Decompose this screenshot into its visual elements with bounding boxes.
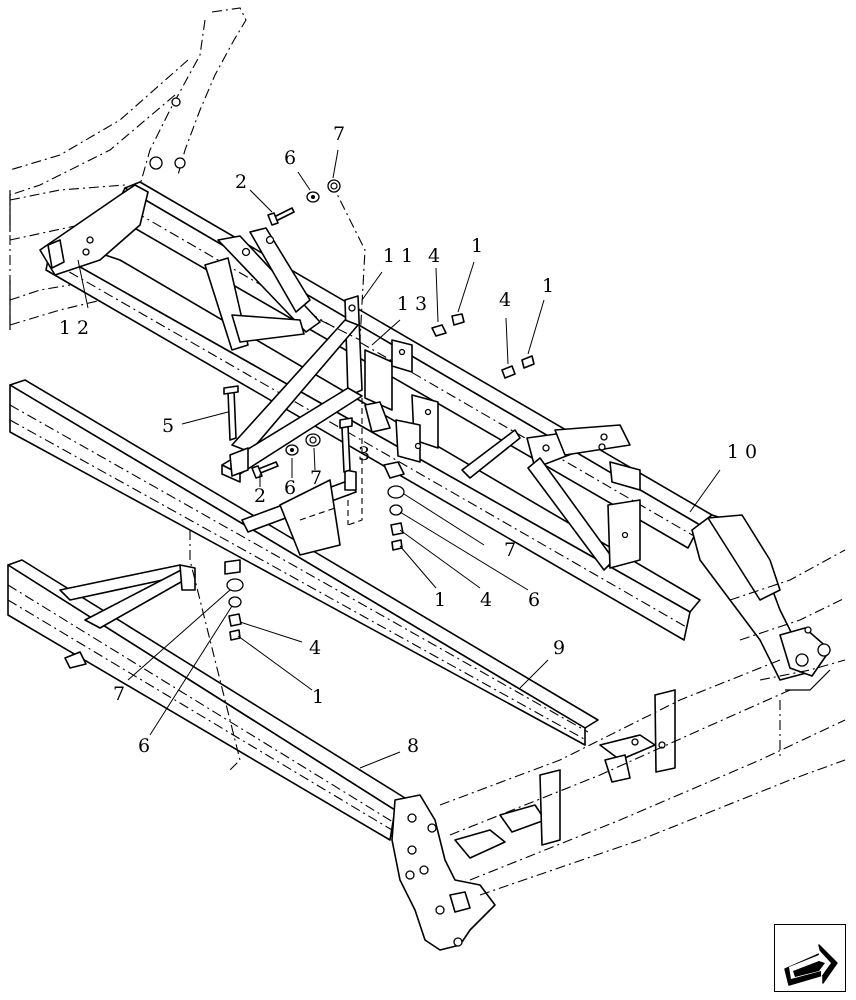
callout-2-lower: 2 (254, 485, 266, 507)
callout-1-upper-left: 1 (471, 235, 483, 257)
next-page-arrow-icon (784, 944, 838, 986)
washer-7-upper (327, 179, 341, 193)
hitch-lower-phantom (189, 179, 846, 951)
lower-shank-left (59, 559, 241, 669)
callout-4-right: 4 (480, 589, 492, 611)
callout-6-mid: 6 (284, 477, 296, 499)
callout-7-top: 7 (333, 123, 345, 145)
callout-4-left: 4 (309, 637, 321, 659)
callout-7-left: 7 (113, 683, 125, 705)
diagonal-brace-left (204, 227, 321, 351)
callout-11: 1 1 (383, 245, 413, 267)
callout-labels: 7 6 2 1 1 1 3 4 1 4 1 1 2 5 3 2 6 7 1 0 … (59, 123, 757, 757)
callout-9: 9 (553, 637, 565, 659)
bolt-5 (227, 389, 237, 441)
callout-8: 8 (407, 735, 419, 757)
callout-10: 1 0 (727, 441, 757, 463)
callout-12: 1 2 (59, 317, 89, 339)
callout-2-top: 2 (235, 171, 247, 193)
upper-wing-frame-phantom (9, 7, 247, 330)
callout-4-upper-left: 4 (428, 245, 440, 267)
callout-3: 3 (358, 443, 370, 465)
callout-7-mid: 7 (310, 467, 322, 489)
callout-6-top: 6 (284, 147, 296, 169)
center-stand-bracket (221, 295, 439, 526)
callout-6-right: 6 (528, 589, 540, 611)
callout-1-right: 1 (434, 589, 446, 611)
left-hitch-bracket (39, 184, 149, 276)
callout-6-left: 6 (138, 735, 150, 757)
callout-4-upper-right: 4 (499, 289, 511, 311)
hardware (223, 179, 535, 641)
bolt-3 (341, 425, 351, 473)
lower-shank-center (241, 461, 405, 556)
callout-13: 1 3 (397, 293, 427, 315)
callout-5: 5 (162, 415, 174, 437)
callout-1-left: 1 (312, 686, 324, 708)
leader-lines (77, 149, 721, 769)
right-brace (461, 424, 641, 571)
right-hitch-bracket (691, 514, 846, 681)
next-page-button[interactable] (774, 924, 846, 992)
callout-7-right: 7 (504, 539, 516, 561)
callout-1-upper-right: 1 (542, 275, 554, 297)
